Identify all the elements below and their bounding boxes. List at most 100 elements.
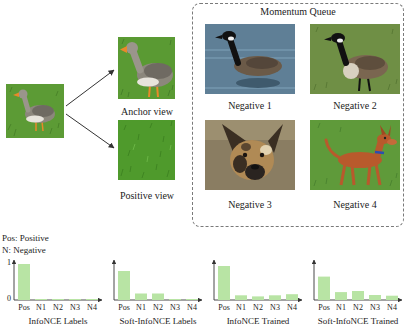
chart-axis: [14, 260, 402, 300]
bar-label: N1: [136, 303, 146, 313]
bar-label: N4: [387, 303, 397, 313]
negative-photo: [310, 24, 400, 94]
negative-photo: [205, 120, 295, 190]
image-caption: Positive view: [120, 190, 174, 202]
image-caption: Negative 4: [333, 199, 377, 211]
negative-node: Negative 4: [307, 119, 403, 211]
axis-tick: 1: [7, 258, 11, 268]
bar-label: N3: [170, 303, 180, 313]
bar-label: N1: [236, 303, 246, 313]
image-caption: Anchor view: [121, 106, 173, 118]
source-photo: [8, 87, 59, 136]
negative-node: Negative 1: [200, 23, 300, 112]
source-photo: [6, 84, 64, 138]
chart-axis: [214, 260, 215, 300]
negative-photo: [205, 24, 295, 94]
bar-label: N4: [187, 303, 197, 313]
negative-node: Negative 3: [200, 119, 300, 211]
negative-photo: [331, 33, 345, 43]
negative-photo: [205, 120, 295, 190]
anchor-photo: [137, 78, 159, 87]
bar-label: N1: [36, 303, 46, 313]
anchor-photo: [144, 63, 172, 79]
chart-title: Soft-InfoNCE Labels: [119, 316, 196, 327]
chart-bar: [218, 266, 230, 300]
negative-photo: [228, 37, 234, 41]
anchor-photo: [120, 46, 127, 53]
source-photo: [6, 84, 64, 138]
anchor-photo: [121, 39, 173, 97]
chart-bar: [152, 294, 164, 301]
chart-axis: [314, 260, 315, 300]
anchor-photo: [118, 37, 175, 99]
negative-photo: [310, 120, 400, 190]
bar-label: Pos: [18, 303, 30, 313]
negative-photo: [387, 139, 397, 145]
source-photo: [26, 116, 44, 123]
negative-photo: [337, 39, 343, 43]
positive-photo: [118, 120, 175, 180]
image-caption: Negative 2: [333, 100, 377, 112]
bar-label: Pos: [318, 303, 330, 313]
negative-photo: [310, 24, 400, 94]
legend-text: N: Negative: [2, 245, 46, 256]
chart-bar: [235, 295, 247, 300]
chart-bar: [186, 299, 198, 300]
positive-photo: [118, 120, 175, 180]
bar-label: N2: [353, 303, 363, 313]
source-photo: [13, 93, 19, 98]
queue-box: Momentum QueueNegative 1 Negative 2 Negati…: [192, 3, 404, 227]
chart-bar: [135, 294, 147, 301]
negative-photo: [230, 140, 274, 180]
legend-text: Pos: Positive: [2, 233, 49, 244]
chart-bar: [386, 296, 398, 300]
negative-photo: [310, 120, 400, 190]
chart-bar: [18, 264, 398, 300]
axis-tick: 0: [7, 294, 11, 304]
image-caption: Negative 1: [228, 100, 272, 112]
group-title: Momentum Queue: [260, 6, 335, 18]
chart-bar: [18, 264, 30, 300]
image-caption: Negative 3: [228, 199, 272, 211]
source-photo: [19, 90, 28, 99]
negative-photo: [380, 125, 386, 135]
negative-photo: [205, 50, 295, 88]
chart-bar: [52, 299, 64, 300]
bar-label: N2: [53, 303, 63, 313]
chart-title: InfoNCE Trained: [227, 316, 290, 327]
chart-bar: [269, 295, 281, 300]
positive-photo: [133, 144, 171, 162]
chart-bar: [352, 291, 364, 300]
bar-label: N1: [336, 303, 346, 313]
view-arrow: [66, 114, 114, 148]
bar-label: N2: [253, 303, 263, 313]
chart-bar: [286, 294, 298, 300]
negative-photo: [243, 153, 247, 157]
anchor-photo: [149, 85, 150, 97]
negative-photo: [339, 41, 346, 63]
bar-label: N3: [70, 303, 80, 313]
negative-photo: [341, 164, 345, 185]
negative-node: Negative 2: [307, 23, 403, 112]
bar-label: N4: [87, 303, 97, 313]
negative-photo: [230, 39, 238, 63]
view-arrow: [66, 70, 114, 106]
view-node: Anchor view: [108, 36, 186, 118]
chart-bar: [35, 299, 47, 300]
negative-photo: [233, 155, 247, 173]
chart-axis: [114, 260, 115, 300]
bar-label: N2: [153, 303, 163, 313]
negative-photo: [368, 165, 370, 185]
chart-bar: [169, 299, 181, 300]
negative-photo: [236, 78, 280, 88]
negative-photo: [222, 31, 236, 41]
chart-title: Soft-InfoNCE Trained: [318, 316, 399, 327]
negative-photo: [377, 142, 381, 156]
positive-photo: [121, 121, 172, 178]
anchor-photo: [133, 51, 140, 70]
negative-photo: [326, 140, 340, 158]
anchor-photo: [126, 42, 138, 54]
negative-photo: [241, 143, 251, 151]
